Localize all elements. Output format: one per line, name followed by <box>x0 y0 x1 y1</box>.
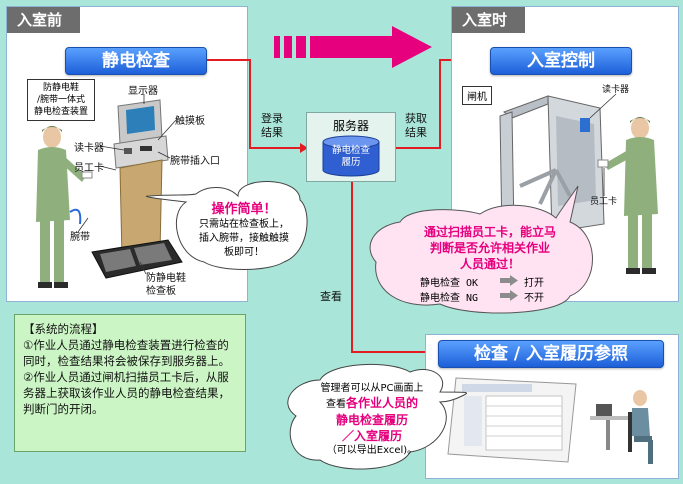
history-bubble-red: 静电检查履历 <box>335 413 408 427</box>
arrow-right-icon <box>500 290 518 301</box>
label-login-result: 登录 结果 <box>261 112 283 140</box>
scan-bubble-title-line: 判断是否允许相关作业 <box>429 241 550 255</box>
fetch-result-line: 结果 <box>405 126 427 139</box>
database-label: 静电检查 履历 <box>321 145 381 169</box>
bubble-title: 操作简单！ <box>211 202 277 217</box>
gate-label: 闸机 <box>462 86 492 105</box>
entry-control-title: 入室控制 <box>490 47 632 75</box>
label-display: 显示器 <box>128 86 158 97</box>
bubble-line: 板即可！ <box>224 247 264 258</box>
label-shoe-plate-line: 检查板 <box>146 286 176 297</box>
system-flow-item: ②作业人员通过闸机扫描员工卡后，从服务器上获取该作业人员的静电检查结果，判断门的… <box>23 370 230 416</box>
label-wrist-port: 腕带插入口 <box>170 156 220 167</box>
result-row-action: 不开 <box>524 293 544 304</box>
device-note-line: 防静电鞋 <box>42 83 79 93</box>
label-view: 查看 <box>320 290 342 303</box>
history-title: 检查 / 入室履历参照 <box>438 340 664 368</box>
database-label-line: 履历 <box>341 157 361 168</box>
display-screen <box>126 106 155 134</box>
scan-bubble-title-line: 人员通过！ <box>459 257 520 271</box>
result-row-label: 静电检查 OK <box>420 278 479 289</box>
worker-figure-left <box>36 126 93 288</box>
result-row-ng: 静电检查 NG 不开 <box>404 288 576 304</box>
bubble-line: 插入腕带，接触触摸 <box>199 233 289 244</box>
right-label-staff-card: 员工卡 <box>590 197 618 207</box>
device-note-line: 静电检查装置 <box>33 107 88 117</box>
system-flow-item: ①作业人员通过静电检查装置进行检查的同时，检查结果将会被保存到服务器上。 <box>23 338 230 368</box>
easy-operation-bubble: 操作简单！ 只需站在检查板上， 插入腕带，接触触摸 板即可！ <box>190 202 298 260</box>
history-bubble-line: 查看各作业人员的 <box>296 396 448 412</box>
right-label-card-reader: 读卡器 <box>602 85 630 95</box>
login-result-line: 结果 <box>261 126 283 139</box>
device-note-line: /腕带一体式 <box>36 95 86 105</box>
server-title: 服务器 <box>332 119 369 133</box>
worker-figure-right <box>597 117 658 274</box>
before-entry-header: 入室前 <box>7 7 81 33</box>
label-staff-card: 员工卡 <box>74 163 104 174</box>
label-shoe-plate: 防静电鞋 检查板 <box>146 272 186 298</box>
history-bubble-prefix: 查看 <box>325 399 346 410</box>
label-wristband: 腕带 <box>70 232 90 243</box>
bubble-line: 只需站在检查板上， <box>199 219 289 230</box>
scan-bubble-title: 通过扫描员工卡，能立马 判断是否允许相关作业 人员通过！ <box>404 224 576 272</box>
label-fetch-result: 获取 结果 <box>405 112 427 140</box>
manager-at-pc-figure <box>590 390 653 464</box>
history-bubble-red: 各作业人员的 <box>345 396 418 410</box>
scan-bubble-title-line: 通过扫描员工卡，能立马 <box>423 225 556 239</box>
database-label-line: 静电检查 <box>331 145 370 156</box>
system-flow-box: 【系统的流程】 ①作业人员通过静电检查装置进行检查的同时，检查结果将会被保存到服… <box>14 314 246 452</box>
result-row-ok: 静电检查 OK 打开 <box>404 273 576 289</box>
label-shoe-plate-line: 防静电鞋 <box>146 273 186 284</box>
device-note: 防静电鞋 /腕带一体式 静电检查装置 <box>27 79 95 121</box>
arrow-right-icon <box>500 275 518 286</box>
label-touch-plate: 触摸板 <box>175 116 205 127</box>
history-bubble-line: 管理者可以从PC画面上 <box>320 383 424 394</box>
login-result-line: 登录 <box>261 112 283 125</box>
static-check-title: 静电检查 <box>65 47 207 75</box>
gate-reader <box>580 118 590 132</box>
result-row-label: 静电检查 NG <box>420 293 479 304</box>
database-icon <box>322 135 380 177</box>
scan-card-bubble: 通过扫描员工卡，能立马 判断是否允许相关作业 人员通过！ 静电检查 OK 打开 … <box>404 224 576 304</box>
on-entry-header: 入室时 <box>452 7 526 33</box>
history-bubble-line: （可以导出Excel)。 <box>326 445 418 456</box>
fetch-result-line: 获取 <box>405 112 427 125</box>
history-bubble: 管理者可以从PC画面上 查看各作业人员的 静电检查履历 ／入室履历 （可以导出E… <box>296 382 448 458</box>
result-row-action: 打开 <box>524 278 544 289</box>
history-bubble-red: ／入室履历 <box>341 429 402 443</box>
server-box: 服务器 静电检查 履历 <box>306 112 396 182</box>
label-card-reader: 读卡器 <box>74 143 104 154</box>
system-flow-title: 【系统的流程】 <box>23 322 104 336</box>
